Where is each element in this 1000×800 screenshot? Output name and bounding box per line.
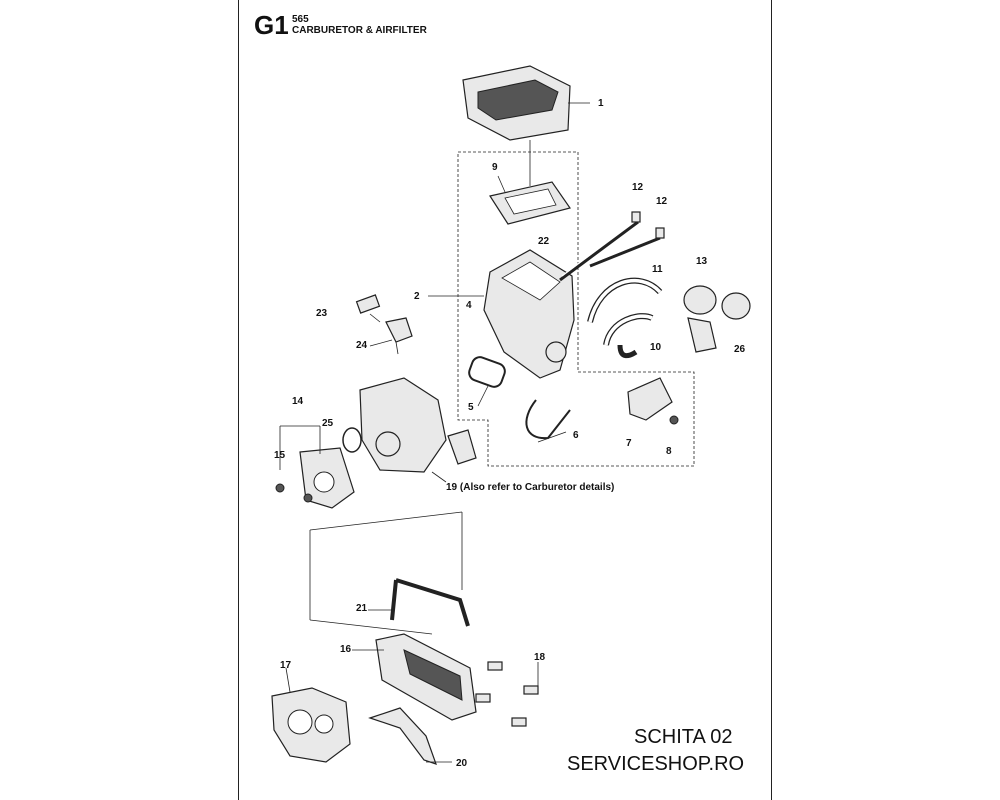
valve-part xyxy=(627,377,679,425)
callout-16: 16 xyxy=(340,644,352,655)
carburetor-part xyxy=(359,377,477,473)
primer-part xyxy=(683,285,751,353)
shop-watermark: SERVICESHOP.RO xyxy=(567,753,745,775)
leader-lines xyxy=(279,140,567,763)
long-bolts-part xyxy=(559,211,665,282)
intake-flange-part xyxy=(271,687,351,763)
callout-10: 10 xyxy=(650,342,662,353)
intake-adapter-part xyxy=(275,447,355,509)
callout-2: 2 xyxy=(414,291,420,302)
callout-26: 26 xyxy=(734,344,746,355)
callout-11: 11 xyxy=(652,264,663,275)
model-number: 565 xyxy=(292,14,309,25)
intake-cover-part xyxy=(375,633,477,721)
callout-22: 22 xyxy=(538,236,550,247)
callout-1: 1 xyxy=(598,98,604,109)
callout-4: 4 xyxy=(466,300,472,311)
hoses-part xyxy=(587,277,663,359)
callout-25: 25 xyxy=(322,418,334,429)
callout-7: 7 xyxy=(626,438,632,449)
page-title: CARBURETOR & AIRFILTER xyxy=(292,25,427,36)
screws-part xyxy=(475,661,539,727)
callout-14: 14 xyxy=(292,396,304,407)
air-filter-cover-part xyxy=(462,65,590,141)
sensor-part xyxy=(355,294,413,355)
callout-19-note: 19 (Also refer to Carburetor details) xyxy=(446,482,614,493)
o-ring-part xyxy=(468,356,506,388)
callout-9: 9 xyxy=(492,162,498,173)
callout-12b: 12 xyxy=(656,196,668,207)
bracket-part xyxy=(390,578,470,627)
heat-shield-part xyxy=(368,707,437,765)
callout-21: 21 xyxy=(356,603,368,614)
callout-20: 20 xyxy=(456,758,468,769)
callout-24: 24 xyxy=(356,340,368,351)
callout-17: 17 xyxy=(280,660,292,671)
filter-housing-part xyxy=(428,249,575,379)
callout-15: 15 xyxy=(274,450,286,461)
callout-18: 18 xyxy=(534,652,546,663)
filter-gasket-part xyxy=(489,175,571,225)
schema-label: SCHITA 02 xyxy=(634,726,733,748)
callout-6: 6 xyxy=(573,430,579,441)
callout-12a: 12 xyxy=(632,182,644,193)
wire-part xyxy=(525,399,571,440)
callout-13: 13 xyxy=(696,256,708,267)
parts-sheet-frame xyxy=(238,0,772,800)
intake-ring-part xyxy=(342,427,362,453)
callout-5: 5 xyxy=(468,402,474,413)
callout-8: 8 xyxy=(666,446,672,457)
page-code: G1 xyxy=(254,10,289,40)
callout-23: 23 xyxy=(316,308,328,319)
